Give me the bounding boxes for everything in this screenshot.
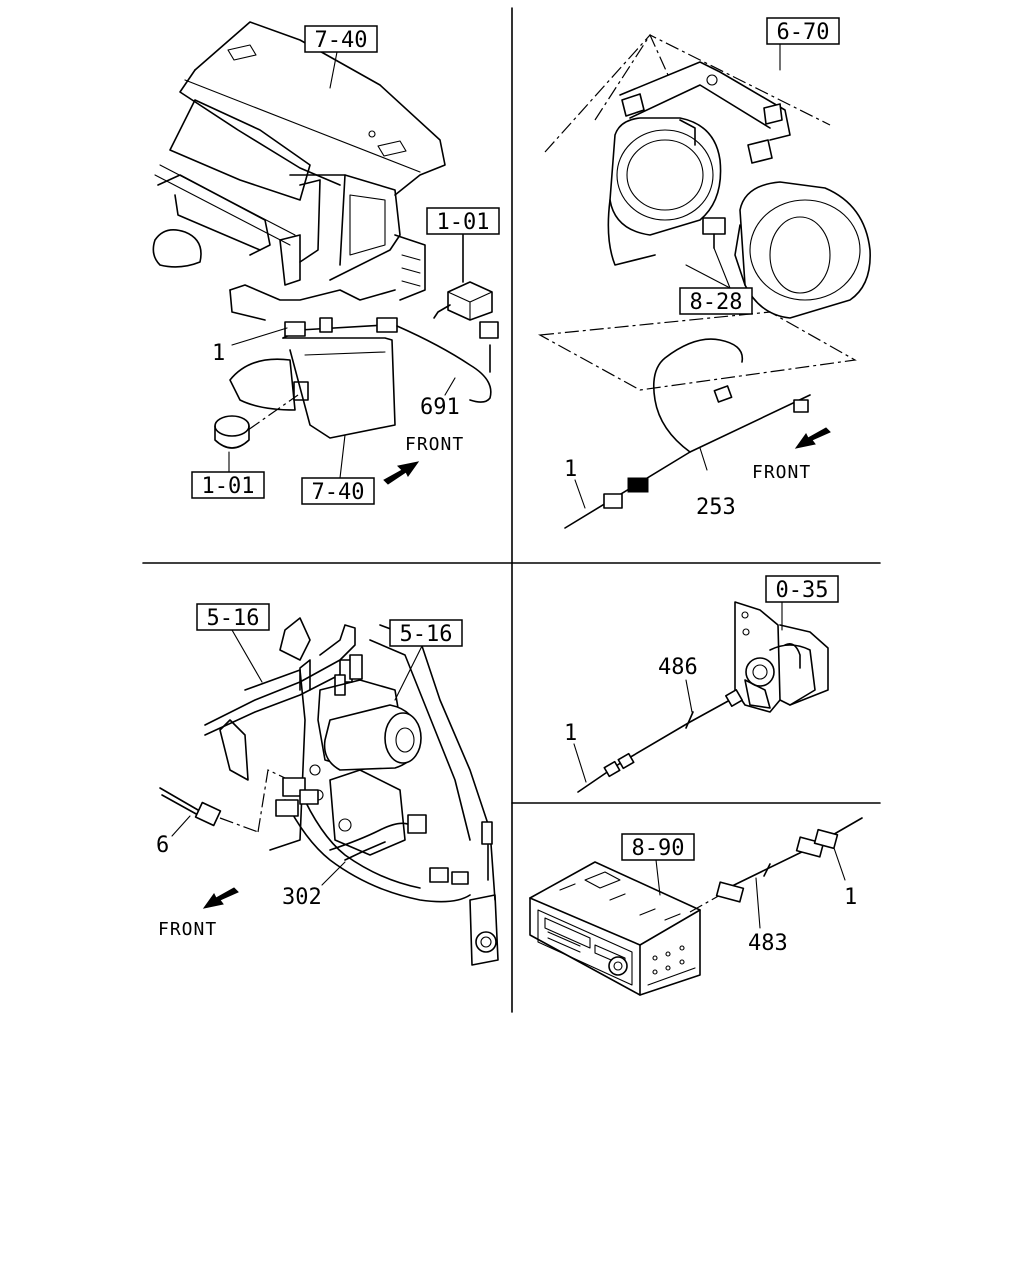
ref-box bbox=[191, 471, 265, 499]
ref-box bbox=[389, 619, 463, 647]
ref-label: 5-16 bbox=[207, 606, 260, 631]
part-number: 1 bbox=[844, 885, 857, 910]
horn-labels: 6-70 8-28 1 253 FRONT bbox=[564, 17, 840, 520]
ref-box bbox=[426, 207, 500, 235]
front-label: FRONT bbox=[158, 919, 217, 940]
part-number: 483 bbox=[748, 931, 788, 956]
brake-unit-labels: 5-16 5-16 6 302 FRONT bbox=[156, 603, 463, 940]
relay-illustration bbox=[573, 601, 829, 793]
horn-illustration bbox=[538, 33, 871, 529]
front-label: FRONT bbox=[405, 434, 464, 455]
ref-label: 6-70 bbox=[777, 20, 830, 45]
part-number: 691 bbox=[420, 395, 460, 420]
ref-box bbox=[679, 287, 753, 315]
ref-label: 1-01 bbox=[437, 210, 490, 235]
part-number: 6 bbox=[156, 833, 169, 858]
ref-box bbox=[304, 25, 378, 53]
part-number: 1 bbox=[564, 721, 577, 746]
part-number: 486 bbox=[658, 655, 698, 680]
part-number: 1 bbox=[212, 341, 225, 366]
ref-label: 0-35 bbox=[776, 578, 829, 603]
dash-switch-labels: 7-40 1-01 1-01 7-40 1 691 FRONT bbox=[191, 25, 500, 505]
part-number: 1 bbox=[564, 457, 577, 482]
panel-dividers bbox=[142, 7, 881, 1013]
ref-box bbox=[621, 833, 695, 861]
ref-box bbox=[196, 603, 270, 631]
ref-box bbox=[765, 575, 839, 603]
ref-label: 7-40 bbox=[312, 480, 365, 505]
brake-unit-illustration bbox=[159, 617, 499, 966]
ref-box bbox=[301, 477, 375, 505]
ref-label: 8-28 bbox=[690, 290, 743, 315]
part-number: 253 bbox=[696, 495, 736, 520]
ref-label: 8-90 bbox=[632, 836, 685, 861]
part-number: 302 bbox=[282, 885, 322, 910]
radio-labels: 8-90 1 483 bbox=[621, 833, 857, 956]
ref-label: 1-01 bbox=[202, 474, 255, 499]
ref-box bbox=[766, 17, 840, 45]
ref-label: 7-40 bbox=[315, 28, 368, 53]
ref-label: 5-16 bbox=[400, 622, 453, 647]
radio-illustration bbox=[529, 817, 863, 996]
relay-labels: 0-35 486 1 bbox=[564, 575, 839, 746]
dash-switch-illustration bbox=[152, 21, 499, 485]
front-label: FRONT bbox=[752, 462, 811, 483]
